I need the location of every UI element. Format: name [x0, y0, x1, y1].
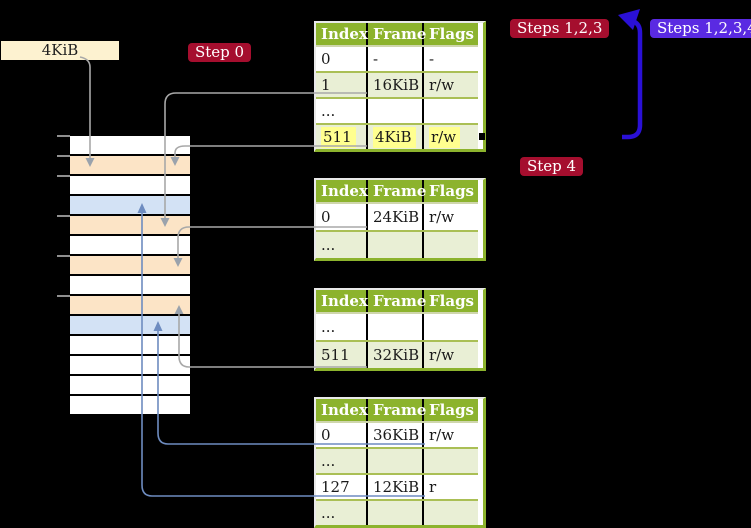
column-header: Flags [422, 180, 478, 204]
badge-step-4: Step 4 [520, 157, 584, 176]
table-cell: r/w [422, 341, 478, 368]
tick-mark [57, 155, 70, 157]
tick-mark [57, 295, 70, 297]
tick-mark [57, 175, 70, 177]
table-cell: 1 [316, 72, 367, 99]
table-cell [422, 500, 478, 525]
memory-frame-peach [70, 256, 190, 276]
table-cell: ... [316, 500, 367, 525]
table-cell [422, 448, 478, 475]
table-row: ... [316, 448, 478, 475]
column-header: Index [316, 290, 368, 314]
table-cell [366, 231, 423, 258]
column-header: Frame [366, 23, 426, 47]
memory-frame-white [70, 236, 190, 256]
table-cell: r [422, 474, 478, 501]
column-header: Flags [422, 399, 478, 423]
table-cell: ... [316, 98, 367, 125]
table-cell: 0 [316, 46, 367, 73]
table-cell: ... [316, 448, 367, 475]
table-cell: 24KiB [366, 203, 423, 232]
badge-step-0: Step 0 [188, 43, 252, 62]
tick-mark [57, 135, 70, 137]
memory-frame-blue [70, 196, 190, 216]
page-size-label: 4KiB [1, 41, 119, 60]
table-cell: 0 [316, 203, 367, 232]
tick-mark [57, 255, 70, 257]
table-cell [366, 98, 423, 125]
table-row: ... [316, 231, 478, 258]
table-cell: 36KiB [366, 422, 423, 449]
memory-column [70, 136, 190, 416]
highlighted-value: r/w [429, 127, 461, 148]
column-header: Frame [366, 180, 426, 204]
table-cell: 511 [316, 124, 367, 149]
memory-frame-white [70, 176, 190, 196]
table-cell: r/w [422, 203, 478, 232]
table-cell [422, 231, 478, 258]
memory-frame-white [70, 136, 190, 156]
table-cell: r/w [422, 124, 478, 149]
table-cell: ... [316, 231, 367, 258]
column-header: Index [316, 399, 368, 423]
tick-mark [57, 215, 70, 217]
table-cell: 127 [316, 474, 367, 501]
table-cell [366, 500, 423, 525]
table-cell: - [422, 46, 478, 73]
column-header: Frame [366, 290, 426, 314]
memory-frame-white [70, 356, 190, 376]
column-header: Flags [422, 23, 478, 47]
table-cell: r/w [422, 422, 478, 449]
table-cell: 12KiB [366, 474, 423, 501]
table-row: 0-- [316, 46, 478, 73]
table-row: ... [316, 98, 478, 125]
table-row: 511 4KiB r/w [316, 124, 478, 149]
table-cell [422, 98, 478, 125]
column-header: Index [316, 180, 368, 204]
badge-steps-1-2-3-4: Steps 1,2,3,4 [650, 19, 751, 38]
table-cell [366, 313, 423, 342]
memory-frame-peach [70, 216, 190, 236]
table-cell: r/w [422, 72, 478, 99]
recursive-loop-arrowhead-icon [618, 9, 640, 30]
memory-frame-white [70, 376, 190, 396]
table-cell: - [366, 46, 423, 73]
table-cell [422, 313, 478, 342]
memory-frame-white [70, 276, 190, 296]
table-cell: 511 [316, 341, 367, 368]
badge-steps-1-2-3: Steps 1,2,3 [510, 19, 610, 38]
highlighted-value: 4KiB [373, 127, 416, 148]
memory-frame-peach [70, 296, 190, 316]
table-cell: 0 [316, 422, 367, 449]
table-cell [366, 448, 423, 475]
table-row: ... [316, 500, 478, 525]
column-header: Frame [366, 399, 426, 423]
memory-frame-blue [70, 316, 190, 336]
memory-frame-peach [70, 156, 190, 176]
table-cell: 16KiB [366, 72, 423, 99]
table-row: ... [316, 313, 478, 342]
table-cell: 32KiB [366, 341, 423, 368]
recursive-loop-arrow [622, 18, 643, 140]
column-header: Flags [422, 290, 478, 314]
column-header: Index [316, 23, 368, 47]
highlighted-value: 511 [321, 127, 356, 148]
memory-frame-white [70, 336, 190, 356]
memory-frame-white [70, 396, 190, 416]
table-cell: ... [316, 313, 367, 342]
table-cell: 4KiB [366, 124, 423, 149]
